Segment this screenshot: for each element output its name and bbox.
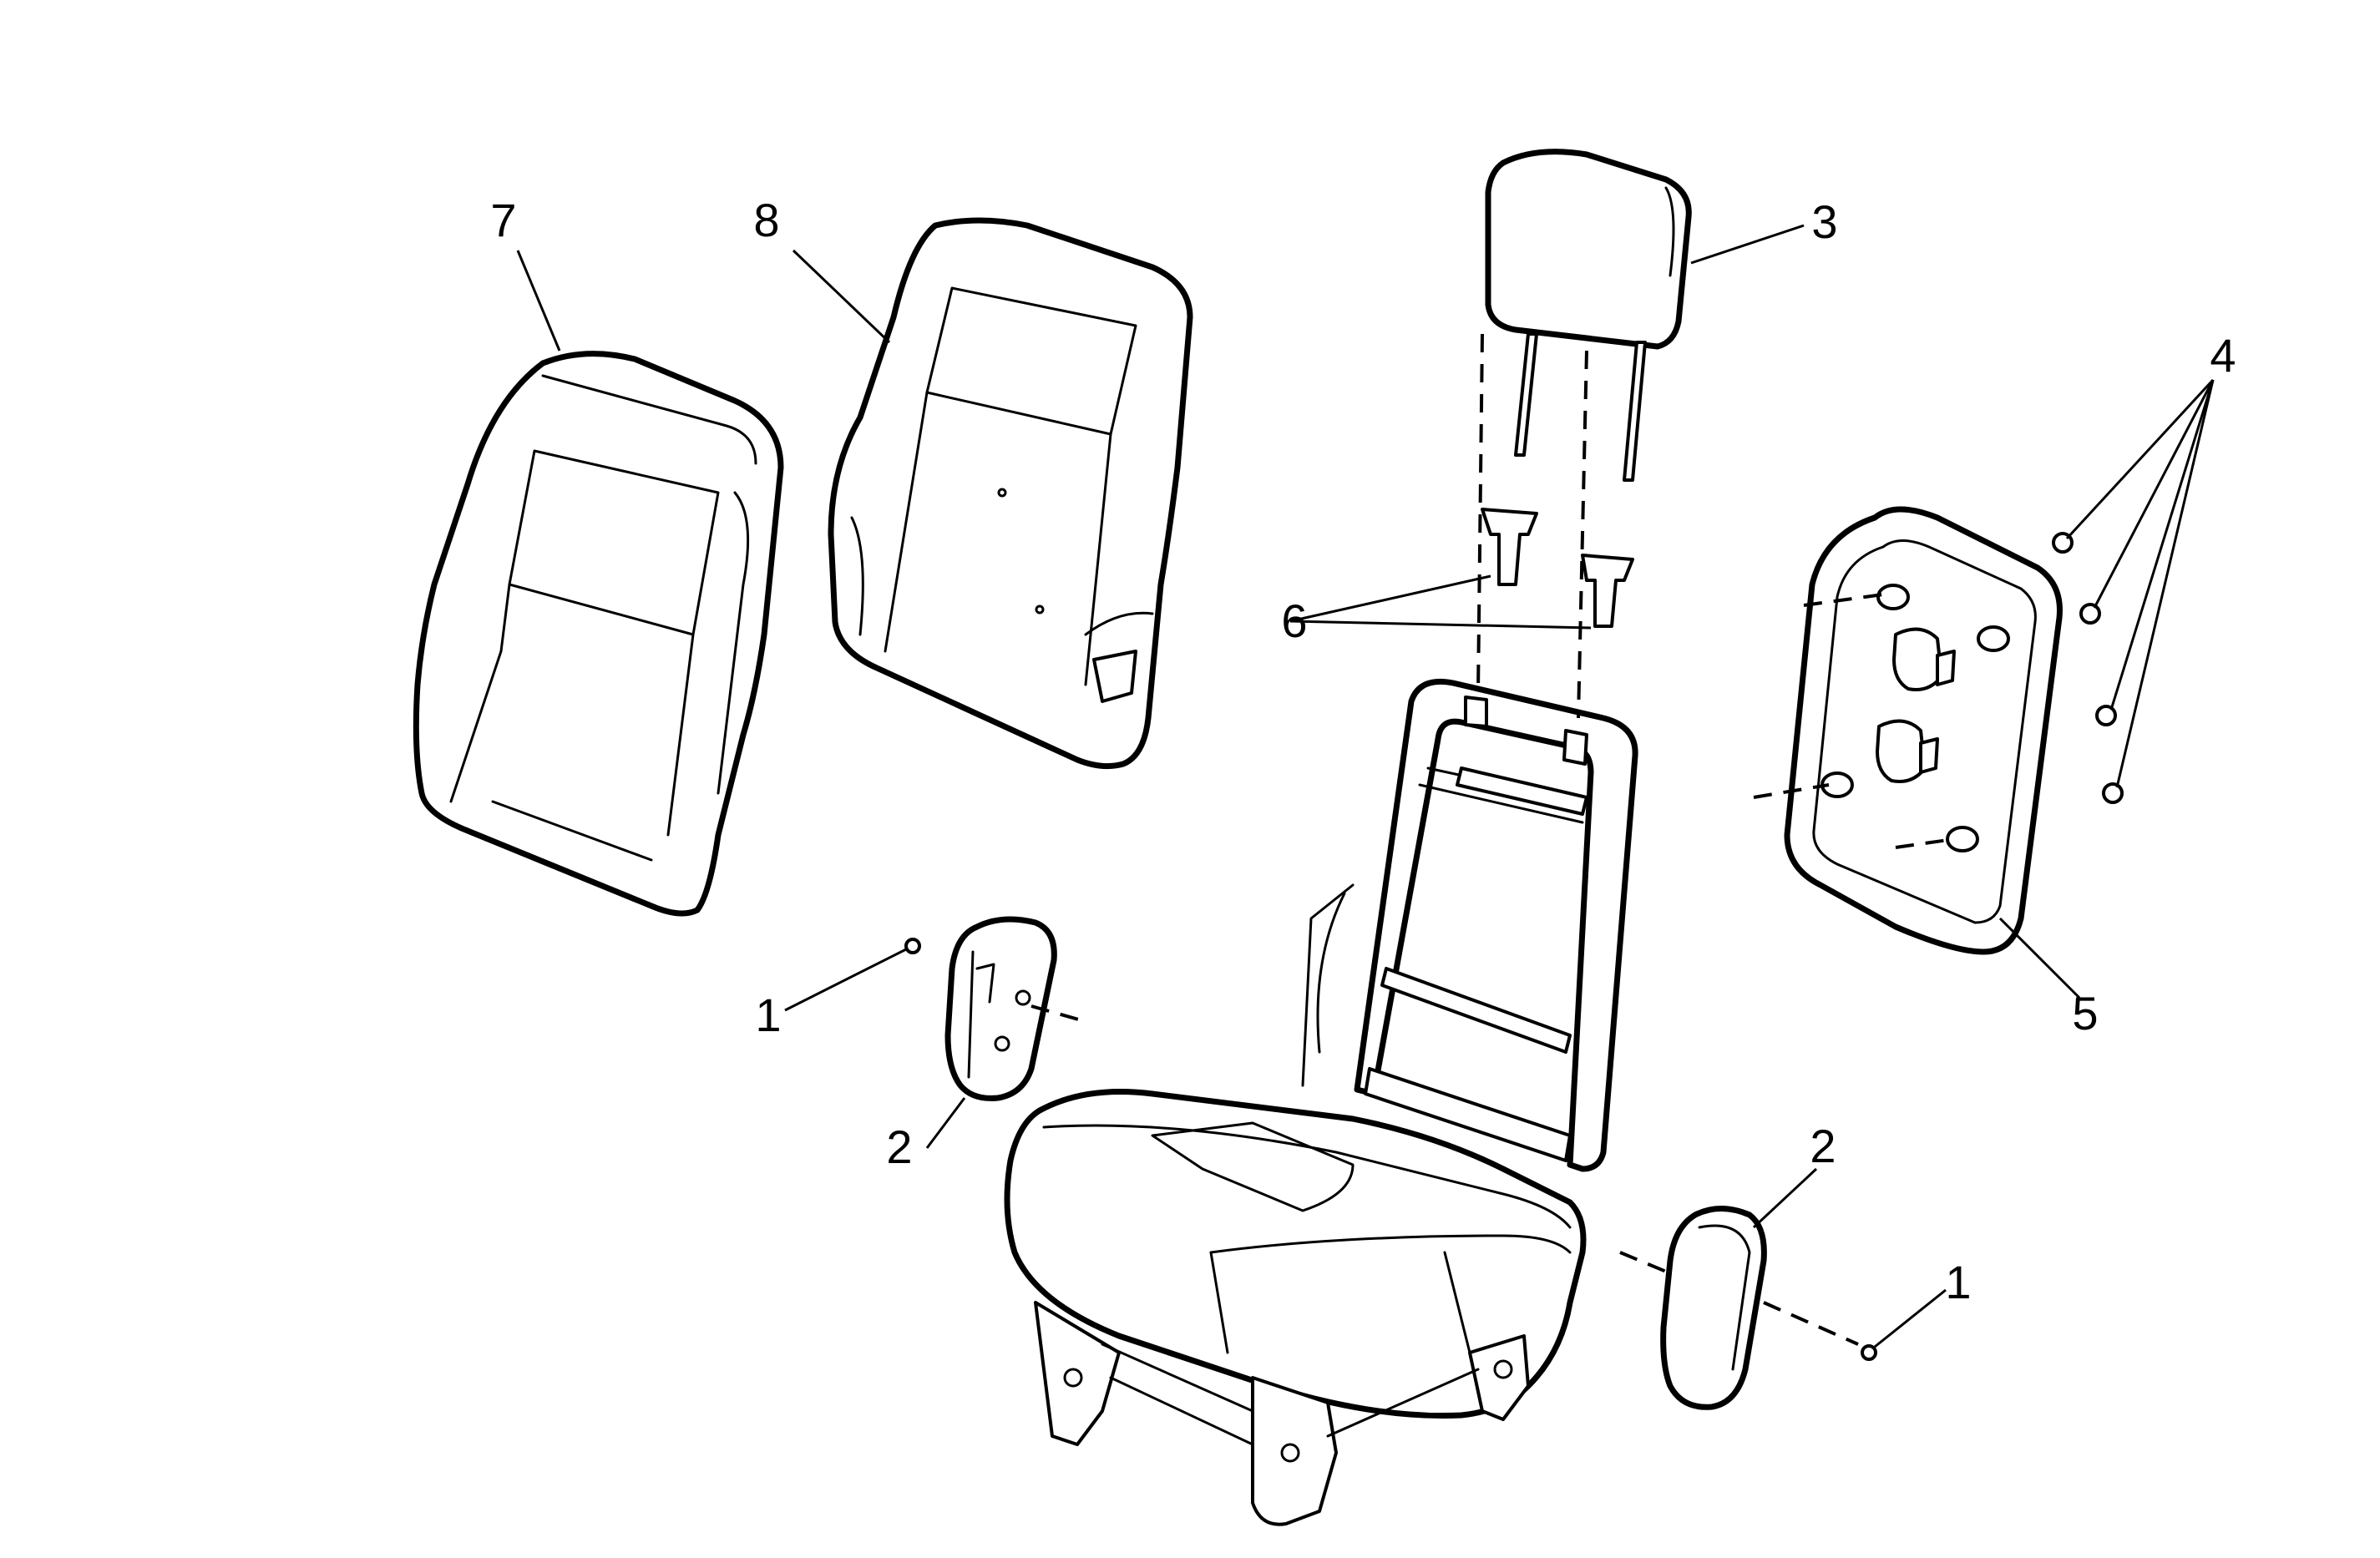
- callout-5: 5: [2072, 987, 2098, 1040]
- headrest-guide-left: [1481, 508, 1538, 586]
- callout-3: 3: [1811, 195, 1837, 248]
- callout-8: 8: [753, 194, 779, 246]
- screw-right: [1861, 1344, 1877, 1361]
- headrest-guide-right: [1581, 554, 1634, 628]
- screw-left: [904, 938, 921, 954]
- fastener-4d: [2102, 782, 2124, 804]
- trim-panel: [1784, 506, 2063, 955]
- pivot-cover-right: [1660, 1206, 1767, 1410]
- callout-6: 6: [1281, 594, 1307, 647]
- headrest: [1485, 149, 1692, 482]
- callout-2-left: 2: [886, 1120, 912, 1173]
- assembly-lines: [1030, 333, 1955, 1346]
- seat-back-frame: [1301, 678, 1638, 1172]
- fastener-4b: [2079, 603, 2101, 625]
- leader-lines: [516, 224, 2215, 1348]
- seat-back-cover: [413, 351, 784, 917]
- callout-2-right: 2: [1810, 1120, 1836, 1172]
- seat-back-pad: [828, 217, 1193, 770]
- seat-cushion: [1004, 1089, 1587, 1419]
- callout-1-left: 1: [755, 989, 781, 1041]
- callout-4: 4: [2210, 329, 2236, 382]
- pivot-cover-left: [944, 916, 1057, 1101]
- seat-riser: [1034, 1301, 1530, 1526]
- callout-7: 7: [490, 194, 516, 246]
- fastener-4c: [2095, 705, 2117, 726]
- callouts: 1 1 2 2 3 4 5 6 7 8: [490, 194, 2236, 1308]
- callout-1-right: 1: [1945, 1256, 1971, 1308]
